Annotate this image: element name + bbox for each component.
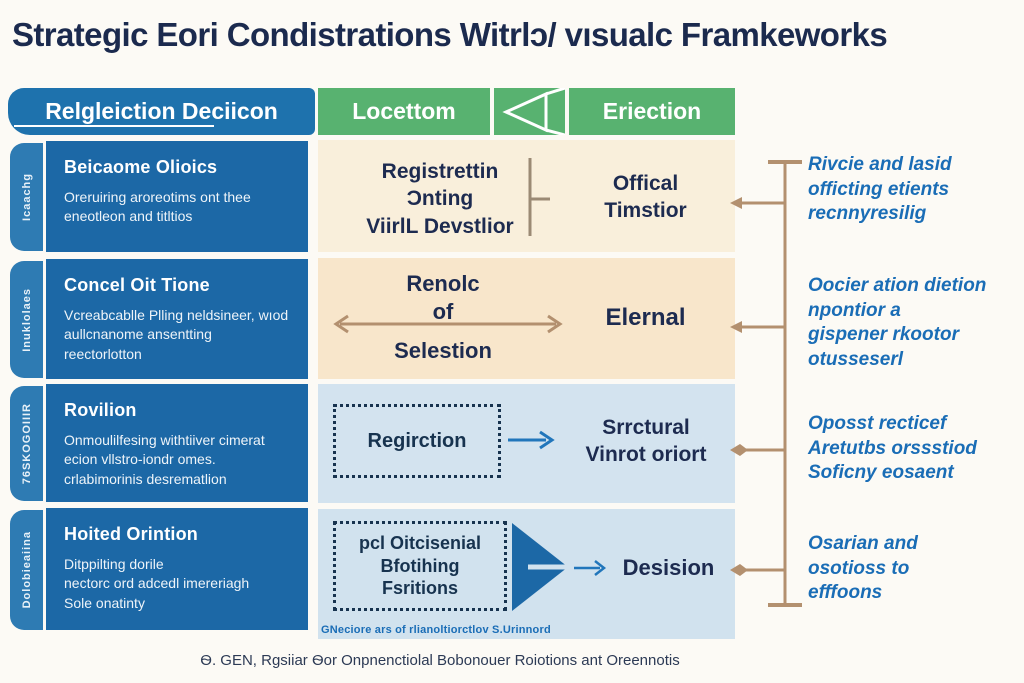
- row-2-mid-bottom-text: Selestion: [394, 338, 492, 363]
- header-eriection-cell: Eriection: [569, 88, 735, 135]
- right-arrow-icon: [508, 430, 555, 450]
- row-1-left-box: Beicaome Olioics Oreruiring aroreotims o…: [46, 141, 308, 252]
- row-2-left-box: Concel Oit Tione Vcreabcablle Plling nel…: [46, 259, 308, 379]
- row-tab-4-label: Dolobieaiina: [20, 531, 33, 609]
- row-4-box-label: pcl Oitcisenial Bfotihing Fsritions: [358, 533, 482, 599]
- header-left-label: Relgleiction Deciicon: [45, 98, 278, 124]
- annotation-1: Rivcie and lasid officting etients recnn…: [808, 154, 952, 225]
- row-2-mid-block: Renolc of Selestion Elernal: [318, 258, 735, 379]
- header-arrow-cell: [494, 88, 565, 135]
- left-triangle-funnel-icon: [502, 88, 565, 135]
- big-triangle-icon: [512, 523, 570, 611]
- row-3-left-box: Rovilion Onmoulilfesing withtiiver cimer…: [46, 384, 308, 502]
- row-tab-3: 76SKOGOIIIR: [10, 386, 43, 501]
- row-3-left-title: Rovilion: [64, 400, 137, 420]
- double-arrow-icon: [333, 314, 563, 334]
- row-2-left-title: Concel Oit Tione: [64, 275, 210, 295]
- row-4-dotted-box: pcl Oitcisenial Bfotihing Fsritions: [333, 521, 507, 611]
- header-underline: [14, 125, 214, 127]
- row-4-left-title: Hoited Orintion: [64, 524, 198, 544]
- header-locettom-cell: Locettom: [318, 88, 490, 135]
- row-2-left-body: Vcreabcablle Plling neldsineer, wıod aul…: [64, 307, 289, 362]
- annotation-3: Oposst recticef Aretutbs orssstiod Sofic…: [808, 413, 977, 484]
- row-3-left-body: Onmoulilfesing withtiiver cimerat ecion …: [64, 432, 265, 487]
- row-4-mid-block: pcl Oitcisenial Bfotihing Fsritions Desi…: [318, 509, 735, 639]
- row-1-left-title: Beicaome Olioics: [64, 157, 218, 177]
- page-title: Strategic Eori Condistrations Witrlɔ/ vı…: [12, 16, 888, 53]
- row-4-left-body: Ditppilting dorile nectorc ord adcedl im…: [64, 556, 250, 611]
- row-4-right-text: Desision: [622, 555, 715, 580]
- row-1-left-body: Oreruiring aroreotims ont thee eneotleon…: [64, 189, 251, 225]
- header-locettom-label: Locettom: [352, 98, 456, 124]
- row-tab-4: Dolobieaiina: [10, 510, 43, 630]
- row-tab-3-label: 76SKOGOIIIR: [20, 402, 33, 485]
- row-1-mid-block: Registrettin Ɔnting ViirlL Devstlior Off…: [318, 140, 735, 252]
- annotation-4: Osarian and osotioss to efffoons: [808, 533, 918, 604]
- header-eriection-label: Eriection: [602, 98, 702, 124]
- row-tab-1: Icaachg: [10, 143, 43, 251]
- footer-caption: Ѳ. GEN, Rgsiiar Ѳor Onpnenctiolal Bobono…: [200, 652, 680, 669]
- row-2-mid-top-text: Renolc of: [406, 271, 480, 324]
- right-connector-lines: [730, 160, 802, 607]
- row-3-right-text: Srrctural Vinrot oriort: [585, 416, 707, 467]
- row-1-mid-text: Registrettin Ɔnting ViirlL Devstlior: [366, 160, 514, 238]
- small-right-arrow-icon: [574, 560, 607, 576]
- row-3-dotted-box: Regirction: [333, 404, 501, 478]
- row-tab-2: Inuklolaes: [10, 261, 43, 378]
- row-4-left-box: Hoited Orintion Ditppilting dorile necto…: [46, 508, 308, 630]
- row-3-mid-block: Regirction Srrctural Vinrot oriort: [318, 384, 735, 503]
- row-3-box-label: Regirction: [367, 429, 467, 452]
- row-tab-1-label: Icaachg: [20, 173, 33, 221]
- row-2-right-text: Elernal: [605, 304, 686, 331]
- row-4-footnote: GNeciore ars of rlianoltiorctlov S.Urinn…: [321, 624, 551, 636]
- row-1-right-text: Offical Timstior: [604, 172, 687, 223]
- annotation-2: Oocier ation dietion npontior a gispener…: [808, 275, 987, 371]
- header-left-cell: Relgleiction Deciicon: [8, 88, 315, 135]
- row-tab-2-label: Inuklolaes: [20, 287, 33, 352]
- divider-tick-icon: [528, 158, 550, 236]
